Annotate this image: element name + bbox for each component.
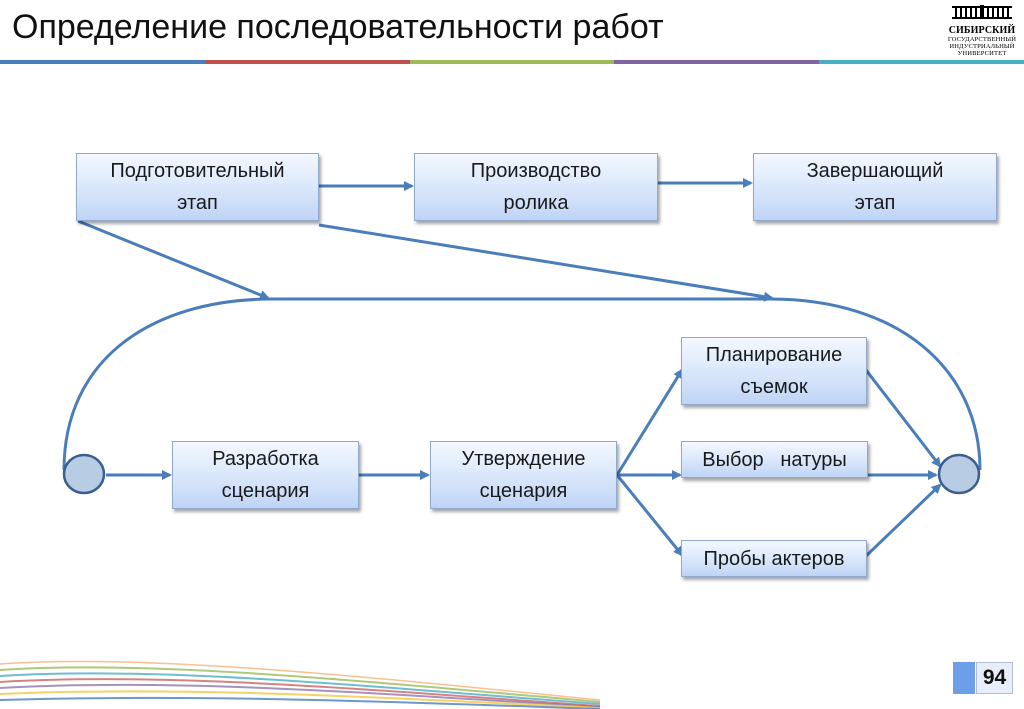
node-shoot-planning: Планирование съемок [681,337,867,405]
page-number: 94 [976,662,1013,694]
arrow-approve-to-shoot-plan [615,368,684,476]
node-production: Производство ролика [414,153,658,221]
node-casting-line1: Пробы актеров [703,547,845,570]
node-location-choice: Выбор натуры [681,441,868,478]
university-building-icon [952,5,1012,19]
rule-segment-5 [819,60,1024,64]
node-casting: Пробы актеров [681,540,867,577]
node-script-development: Разработка сценария [172,441,359,509]
node-prep-line2: этап [177,192,218,214]
arrow-approve-to-casting [615,474,684,557]
network-arc [62,297,982,471]
decorative-swoosh-graphic [0,660,600,709]
arrow-shoot-plan-to-end [864,369,942,468]
node-production-line2: ролика [503,192,569,214]
node-location-line1: Выбор натуры [702,448,847,471]
end-event-circle [937,453,981,495]
logo-line-4: УНИВЕРСИТЕТ [957,50,1007,57]
pointer-prep-to-arc-right [318,223,774,302]
node-script-approve-line1: Утверждение [461,448,586,470]
node-production-line1: Производство [470,160,602,182]
logo-line-1: СИБИРСКИЙ [948,25,1016,36]
node-shoot-plan-line2: съемок [740,376,808,398]
rule-segment-2 [204,60,410,64]
node-final-stage: Завершающий этап [753,153,997,221]
university-logo: СИБИРСКИЙ ГОСУДАРСТВЕННЫЙ ИНДУСТРИАЛЬНЫЙ… [944,4,1020,60]
rule-segment-4 [614,60,820,64]
page-number-tab [953,662,975,694]
pointer-prep-to-arc [77,219,270,300]
node-script-dev-line1: Разработка [212,448,319,470]
logo-line-2: ГОСУДАРСТВЕННЫЙ [947,36,1017,43]
node-final-line2: этап [854,192,896,214]
rule-segment-1 [0,60,205,64]
arrow-casting-to-end [864,483,942,558]
node-script-approval: Утверждение сценария [430,441,617,509]
node-prep-stage: Подготовительный этап [76,153,319,221]
start-event-circle [62,453,106,495]
logo-line-3: ИНДУСТРИАЛЬНЫЙ [949,43,1015,50]
rule-segment-3 [409,60,615,64]
node-script-approve-line2: сценария [479,480,568,502]
node-prep-line1: Подготовительный [110,160,285,182]
node-shoot-plan-line1: Планирование [705,344,843,366]
node-final-line1: Завершающий [806,160,944,182]
title-color-rule [0,60,1024,64]
slide-title: Определение последовательности работ [12,8,664,46]
node-script-dev-line2: сценария [221,480,310,502]
